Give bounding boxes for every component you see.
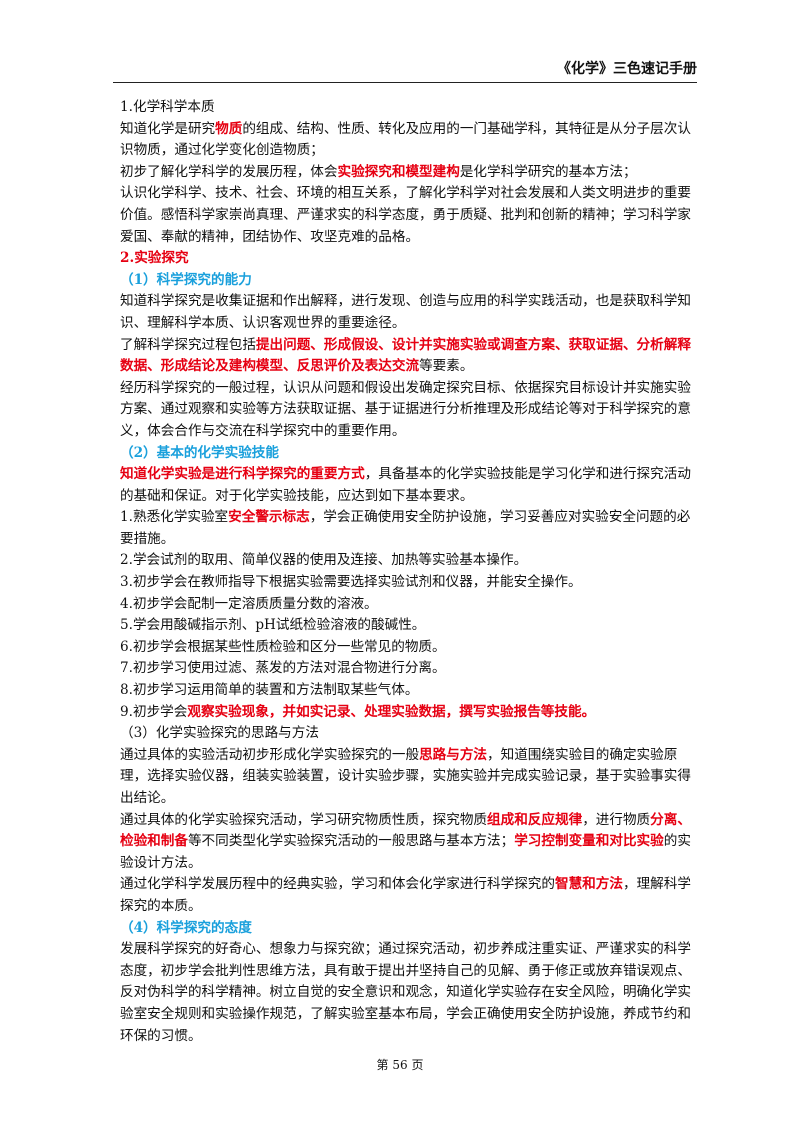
paragraph: 了解科学探究过程包括提出问题、形成假设、设计并实施实验或调查方案、获取证据、分析… (120, 336, 691, 375)
list-item: 1.熟悉化学实验室安全警示标志，学会正确使用安全防护设施，学习妥善应对实验安全问… (120, 509, 691, 547)
list-item: 4.初步学会配制一定溶质质量分数的溶液。 (120, 595, 378, 612)
list-item: 6.初步学会根据某些性质检验和区分一些常见的物质。 (120, 638, 446, 655)
paragraph: 认识化学科学、技术、社会、环境的相互关系，了解化学科学对社会发展和人类文明进步的… (120, 185, 691, 245)
paragraph: 通过具体的实验活动初步形成化学实验探究的一般思路与方法，知道围绕实验目的确定实验… (120, 746, 691, 806)
subsection-3-title: （3）化学实验探究的思路与方法 (120, 725, 319, 742)
list-item: 3.初步学会在教师指导下根据实验需要选择实验试剂和仪器，并能安全操作。 (120, 574, 582, 591)
subsection-1-title: （1）科学探究的能力 (120, 271, 252, 288)
list-item: 5.学会用酸碱指示剂、pH试纸检验溶液的酸碱性。 (120, 617, 426, 634)
paragraph: 初步了解化学科学的发展历程，体会实验探究和模型建构是化学科学研究的基本方法； (120, 163, 637, 180)
list-item: 8.初步学习运用简单的装置和方法制取某些气体。 (120, 682, 419, 699)
paragraph: 知道科学探究是收集证据和作出解释，进行发现、创造与应用的科学实践活动，也是获取科… (120, 293, 691, 331)
page-number: 第 56 页 (376, 1058, 424, 1072)
paragraph: 知道化学实验是进行科学探究的重要方式，具备基本的化学实验技能是学习化学和进行探究… (120, 466, 691, 504)
list-item: 2.学会试剂的取用、简单仪器的使用及连接、加热等实验基本操作。 (120, 552, 528, 569)
page-footer: 第 56 页 (0, 1056, 800, 1073)
paragraph: 发展科学探究的好奇心、想象力与探究欲；通过探究活动，初步养成注重实证、严谨求实的… (120, 941, 691, 1044)
paragraph: 经历科学探究的一般过程，认识从问题和假设出发确定探究目标、依据探究目标设计并实施… (120, 379, 691, 439)
subsection-2-title: （2）基本的化学实验技能 (120, 444, 279, 461)
list-item: 9.初步学会观察实验现象，并如实记录、处理实验数据，撰写实验报告等技能。 (120, 703, 596, 720)
paragraph: 通过化学科学发展历程中的经典实验，学习和体会化学家进行科学探究的智慧和方法，理解… (120, 876, 691, 914)
subsection-4-title: （4）科学探究的态度 (120, 919, 252, 936)
paragraph: 知道化学是研究物质的组成、结构、性质、转化及应用的一门基础学科，其特征是从分子层… (120, 120, 691, 159)
paragraph: 通过具体的化学实验探究活动，学习研究物质性质，探究物质组成和反应规律，进行物质分… (120, 811, 691, 871)
document-body: 1.化学科学本质 知道化学是研究物质的组成、结构、性质、转化及应用的一门基础学科… (120, 97, 694, 1047)
section-1-title: 1.化学科学本质 (120, 99, 215, 115)
list-item: 7.初步学习使用过滤、蒸发的方法对混合物进行分离。 (120, 660, 446, 677)
header-title: 《化学》三色速记手册 (557, 61, 697, 77)
section-2-title: 2.实验探究 (120, 250, 189, 267)
page-header: 《化学》三色速记手册 (113, 58, 697, 83)
